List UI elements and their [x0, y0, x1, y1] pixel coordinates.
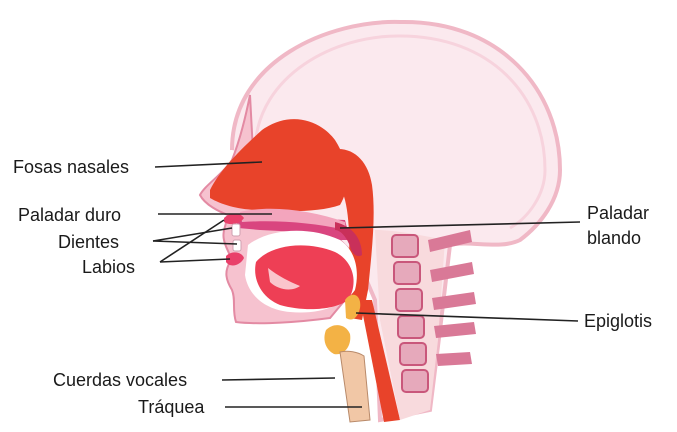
leader-dientes-a [153, 228, 232, 241]
label-paladar-duro: Paladar duro [18, 205, 121, 225]
label-fosas-nasales: Fosas nasales [13, 157, 129, 177]
lower-tooth [233, 240, 241, 251]
label-epiglotis: Epiglotis [584, 311, 652, 331]
label-paladar-blando-2: blando [587, 228, 641, 248]
head-illustration [200, 22, 560, 422]
leader-labios-b [160, 259, 230, 262]
nasal-cavity-shape [210, 119, 347, 211]
larynx-shape [324, 325, 350, 354]
label-cuerdas-vocales: Cuerdas vocales [53, 370, 187, 390]
trachea-shape [340, 351, 370, 422]
leader-cuerdas-vocales [222, 378, 335, 380]
label-traquea: Tráquea [138, 397, 205, 417]
label-labios: Labios [82, 257, 135, 277]
label-dientes: Dientes [58, 232, 119, 252]
upper-tooth [232, 224, 240, 236]
label-paladar-blando-1: Paladar [587, 203, 649, 223]
